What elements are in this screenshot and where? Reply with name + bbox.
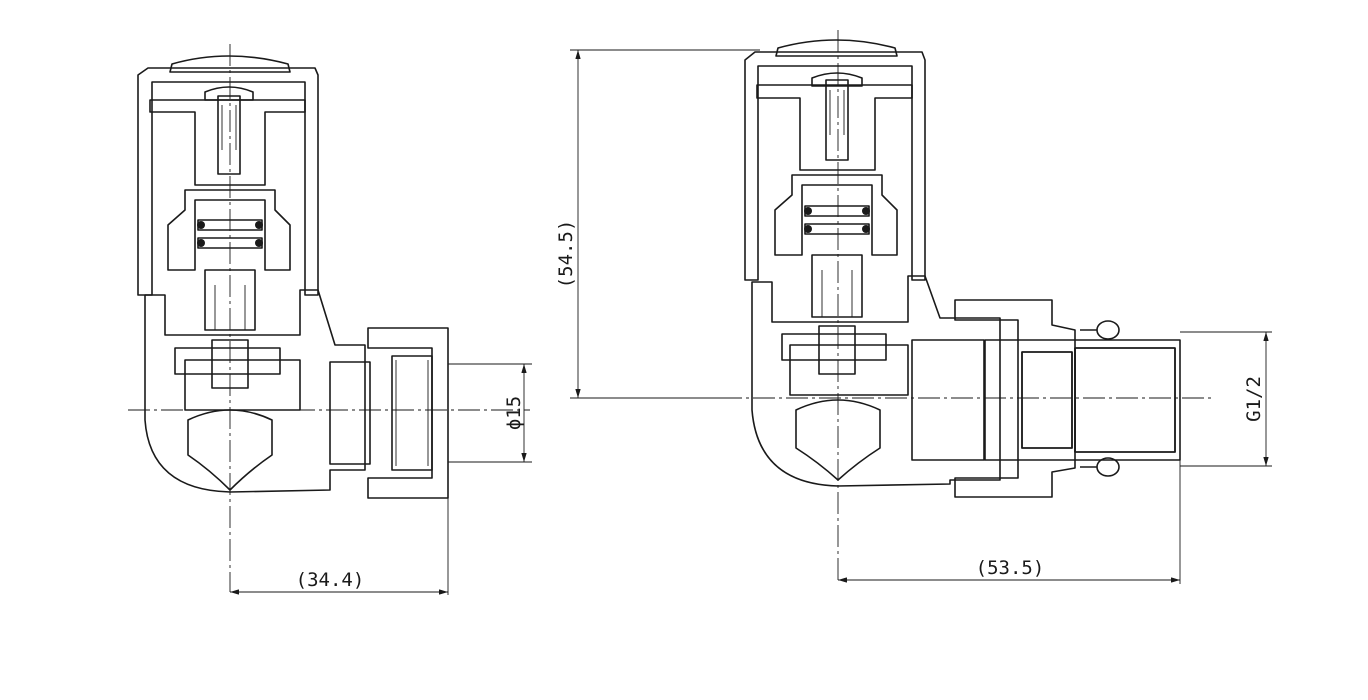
right-valve-section — [720, 30, 1215, 582]
left-screw — [217, 95, 241, 175]
right-o-rings — [804, 205, 870, 235]
right-cap-dome — [775, 39, 898, 57]
left-pipe-diameter: ϕ15 — [503, 396, 525, 430]
left-cap-plate — [149, 99, 306, 186]
right-valve-body — [751, 275, 1001, 487]
left-compression-nut — [367, 327, 449, 499]
right-width-dimension: (53.5) — [976, 557, 1045, 579]
right-dimensions: (54.5) (53.5) G1/2 — [555, 49, 1272, 584]
left-gland — [167, 189, 291, 271]
left-valve-section — [128, 44, 530, 592]
right-cap-plate — [756, 84, 913, 171]
left-cap-shell — [137, 67, 319, 296]
left-cap-dome — [169, 55, 291, 73]
left-olive — [391, 355, 433, 471]
right-thread-size: G1/2 — [1243, 376, 1265, 422]
right-gland — [774, 174, 898, 256]
right-seal-top — [1096, 320, 1120, 340]
right-height-dimension: (54.5) — [555, 220, 577, 289]
right-cap-shell — [744, 51, 926, 281]
right-spindle — [811, 254, 863, 318]
left-width-dimension: (34.4) — [296, 569, 365, 591]
right-tail-piece — [984, 339, 1181, 461]
right-inlet-bowl — [795, 399, 881, 481]
left-dimensions: (34.4) ϕ15 — [230, 363, 532, 595]
right-screw — [825, 79, 849, 161]
right-washer — [781, 333, 887, 361]
left-washer — [174, 347, 281, 375]
right-union-nut — [954, 299, 1076, 498]
